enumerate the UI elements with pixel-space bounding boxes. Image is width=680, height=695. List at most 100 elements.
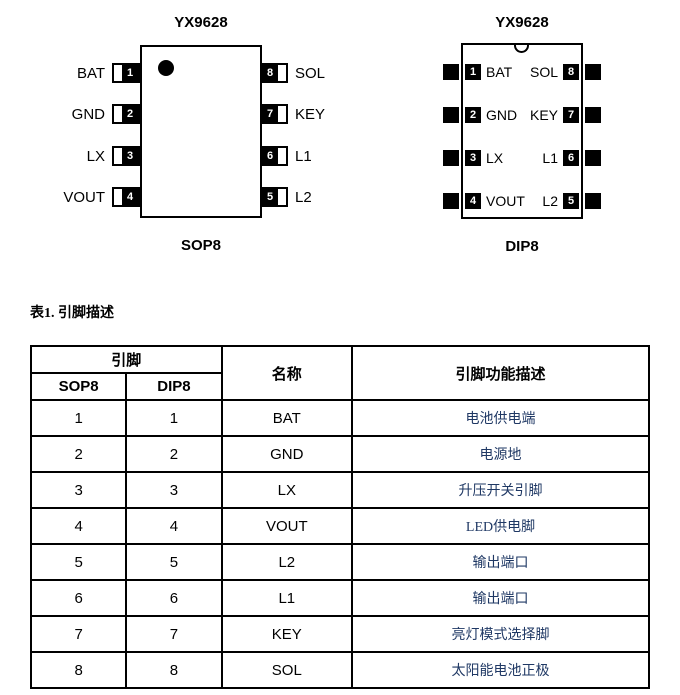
dip8-pin-3: 3 LX: [443, 149, 503, 166]
dip8-pin-cell: 5: [125, 543, 223, 581]
pin-desc-cell: 太阳能电池正极: [351, 651, 650, 689]
dip8-pin-cell: 7: [125, 615, 223, 653]
pin-name-cell: KEY: [220, 615, 354, 653]
pin-desc-cell: 电池供电端: [351, 399, 650, 437]
sop8-pin-cell: 6: [29, 579, 128, 617]
pin-number: 5: [262, 189, 278, 205]
pin-desc-cell: 电源地: [351, 435, 650, 473]
pin-label: GND: [486, 106, 518, 123]
sop8-pin-cell: 3: [29, 471, 128, 509]
pin-label: VOUT: [63, 188, 105, 206]
sop8-chip-body: [140, 45, 262, 218]
pin-label: SOL: [295, 64, 326, 82]
table-row: 6 6 L1 输出端口: [29, 579, 650, 617]
dip8-pin-5: L2 5: [542, 192, 601, 209]
sop8-pin-cell: 7: [29, 615, 128, 653]
dip8-pin-2: 2 GND: [443, 106, 517, 123]
pin-lead: 7: [260, 104, 288, 124]
pin-label: LX: [86, 147, 105, 165]
pin-label: BAT: [486, 63, 513, 80]
sop8-pin-5: 5 L2: [260, 187, 312, 207]
pin-name-cell: GND: [220, 435, 354, 473]
pin-lead: 8: [260, 63, 288, 83]
pin-number: 2: [122, 106, 138, 122]
pin-lead: 2: [112, 104, 140, 124]
pin-number: 4: [122, 189, 138, 205]
pin-table: 引脚 名称 引脚功能描述 SOP8 DIP8 1 1 BAT 电池供电端 2 2: [29, 345, 650, 689]
pin-label: VOUT: [486, 192, 525, 209]
pin-lead: [585, 63, 601, 80]
header-dip8: DIP8: [125, 372, 223, 401]
table-caption: 表1. 引脚描述: [30, 306, 114, 321]
pin-label: KEY: [529, 106, 558, 123]
sop8-pin-8: 8 SOL: [260, 63, 325, 83]
pin-description-section: 表1. 引脚描述 引脚 名称 引脚功能描述 SOP8 DIP8 1 1 BA: [29, 302, 652, 689]
pin1-indicator-dot: [158, 60, 174, 76]
table-row: 4 4 VOUT LED供电脚: [29, 507, 650, 545]
dip8-pin-cell: 4: [125, 507, 223, 545]
pin-number: 5: [563, 192, 579, 209]
sop8-pin-cell: 8: [29, 651, 128, 689]
pin-number: 7: [563, 106, 579, 123]
pin-label: L2: [542, 192, 558, 209]
pin-lead: [585, 149, 601, 166]
sop8-pin-cell: 1: [29, 399, 128, 437]
pin-label: KEY: [295, 105, 326, 123]
pin-number: 1: [465, 63, 481, 80]
dip8-pin-cell: 2: [125, 435, 223, 473]
dip8-pin-8: SOL 8: [530, 63, 601, 80]
pin-desc-cell: 输出端口: [351, 543, 650, 581]
sop8-pin-cell: 5: [29, 543, 128, 581]
pin-lead: 6: [260, 146, 288, 166]
dip8-chip-title: YX9628: [495, 14, 549, 31]
pin1-notch: [514, 45, 529, 53]
pin-number: 7: [262, 106, 278, 122]
pin-name-cell: BAT: [220, 399, 354, 437]
dip8-pin-cell: 6: [125, 579, 223, 617]
dip8-chip-body: [461, 43, 583, 219]
pin-lead: [443, 192, 459, 209]
pin-lead: [585, 192, 601, 209]
header-description: 引脚功能描述: [351, 345, 650, 401]
pin-lead: 4: [112, 187, 140, 207]
pin-lead: [443, 63, 459, 80]
table-row: 1 1 BAT 电池供电端: [29, 399, 650, 437]
pin-number: 4: [465, 192, 481, 209]
pin-lead: [443, 149, 459, 166]
pin-number: 2: [465, 106, 481, 123]
pin-label: BAT: [76, 64, 105, 82]
pin-name-cell: L1: [220, 579, 354, 617]
dip8-pin-7: KEY 7: [530, 106, 601, 123]
pin-name-cell: VOUT: [220, 507, 354, 545]
table-header-row-2: SOP8 DIP8: [29, 372, 649, 401]
table-row: 2 2 GND 电源地: [29, 435, 650, 473]
pin-lead: [585, 106, 601, 123]
sop8-pin-cell: 4: [29, 507, 128, 545]
pin-lead: 1: [112, 63, 140, 83]
pin-number: 8: [262, 65, 278, 81]
pin-desc-cell: 升压开关引脚: [351, 471, 650, 509]
pin-number: 3: [465, 149, 481, 166]
pin-lead: 3: [112, 146, 140, 166]
table-row: 8 8 SOL 太阳能电池正极: [29, 651, 650, 689]
sop8-pin-6: 6 L1: [260, 146, 312, 166]
pin-name-cell: LX: [220, 471, 354, 509]
pin-number: 8: [563, 63, 579, 80]
sop8-pin-4: VOUT 4: [63, 187, 140, 207]
sop8-pin-7: 7 KEY: [260, 104, 325, 124]
table-row: 7 7 KEY 亮灯模式选择脚: [29, 615, 650, 653]
dip8-pin-1: 1 BAT: [443, 63, 512, 80]
pin-label: LX: [486, 149, 504, 166]
pin-number: 6: [262, 148, 278, 164]
pin-name-cell: L2: [220, 543, 354, 581]
header-name: 名称: [220, 345, 354, 401]
pin-name-cell: SOL: [220, 651, 354, 689]
sop8-pin-cell: 2: [29, 435, 128, 473]
dip8-pin-4: 4 VOUT: [443, 192, 525, 209]
sop8-chip-title: YX9628: [174, 14, 228, 31]
pin-number: 6: [563, 149, 579, 166]
pin-label: GND: [71, 105, 105, 123]
pin-label: L1: [295, 147, 312, 165]
pin-lead: 5: [260, 187, 288, 207]
